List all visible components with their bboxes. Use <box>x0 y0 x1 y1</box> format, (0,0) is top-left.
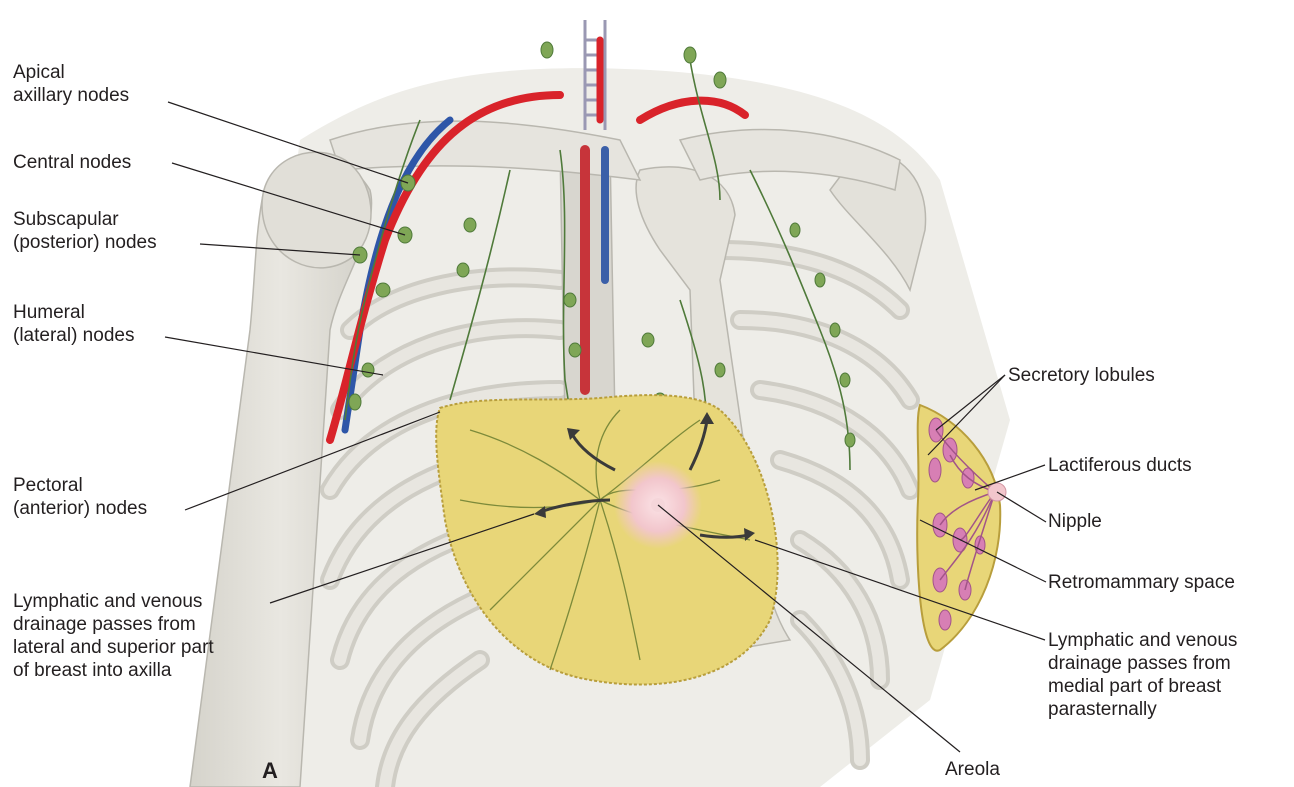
label-lateral-drainage: Lymphatic and venous drainage passes fro… <box>13 590 214 682</box>
label-retromammary-space: Retromammary space <box>1048 571 1235 594</box>
label-nipple: Nipple <box>1048 510 1102 533</box>
label-lactiferous-ducts: Lactiferous ducts <box>1048 454 1192 477</box>
panel-letter: A <box>262 758 278 784</box>
label-medial-drainage: Lymphatic and venous drainage passes fro… <box>1048 629 1237 721</box>
label-humeral-nodes: Humeral (lateral) nodes <box>13 301 134 347</box>
label-apical-axillary-nodes: Apical axillary nodes <box>13 61 129 107</box>
label-areola: Areola <box>945 758 1000 781</box>
label-central-nodes: Central nodes <box>13 151 131 174</box>
label-subscapular-nodes: Subscapular (posterior) nodes <box>13 208 157 254</box>
label-pectoral-nodes: Pectoral (anterior) nodes <box>13 474 147 520</box>
label-secretory-lobules: Secretory lobules <box>1008 364 1155 387</box>
